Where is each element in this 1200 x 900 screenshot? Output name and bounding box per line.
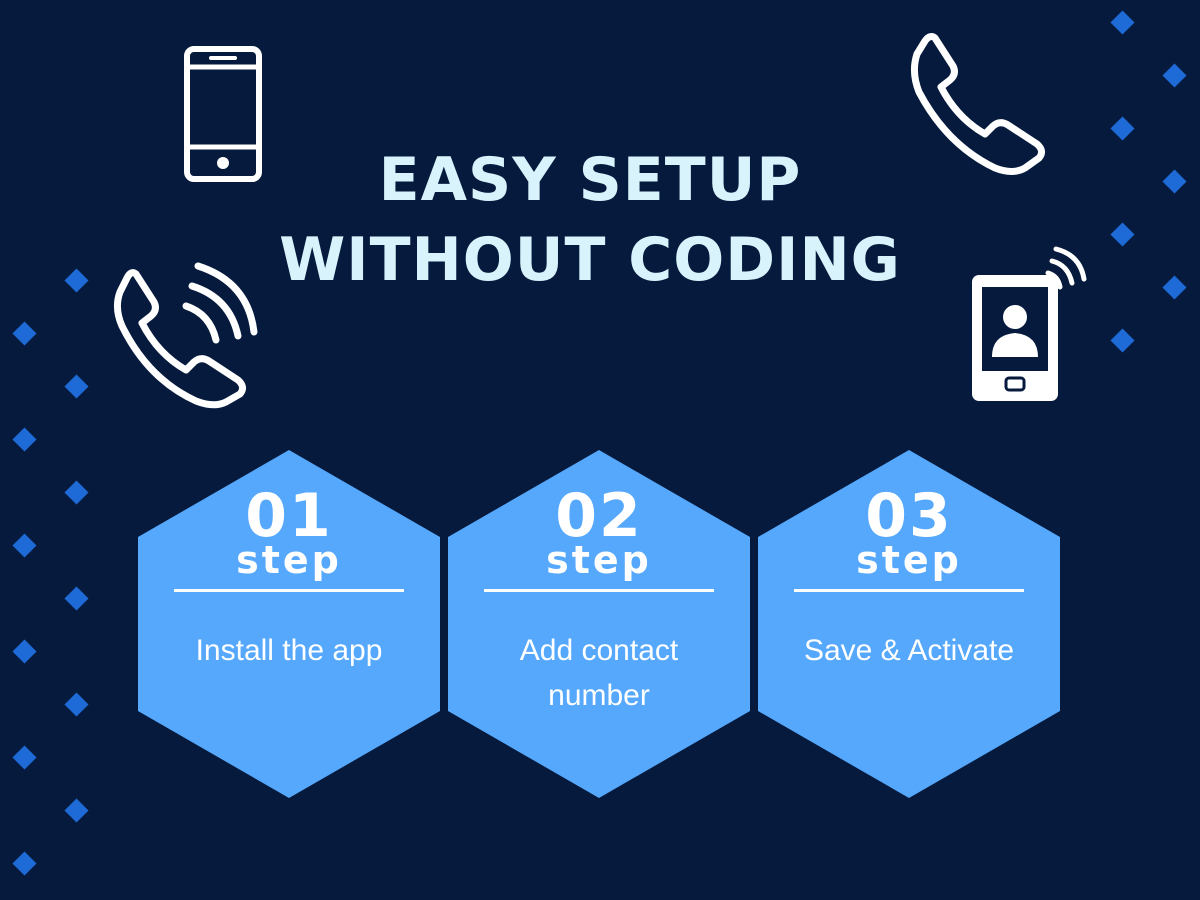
phone-handset-icon: [905, 30, 1055, 175]
page-title: EASY SETUP WITHOUT CODING: [200, 140, 980, 300]
decor-diamond: [1110, 116, 1135, 141]
step-description: Save & Activate: [803, 634, 1015, 667]
step-number: 01: [245, 481, 333, 551]
page-title-line-2: WITHOUT CODING: [279, 225, 901, 295]
decor-diamond: [1110, 328, 1135, 353]
step-label: step: [236, 538, 342, 582]
phone-ringing-icon: [112, 262, 258, 409]
decor-diamond: [64, 480, 89, 505]
decor-diamond: [64, 374, 89, 399]
decor-diamond: [1110, 222, 1135, 247]
decor-diamond: [64, 798, 89, 823]
step-card-2: 02 step Add contact number: [448, 450, 750, 798]
step-divider: [174, 589, 404, 592]
step-card-3: 03 step Save & Activate: [758, 450, 1060, 798]
step-label: step: [856, 538, 962, 582]
step-description: Add contact number: [519, 634, 679, 712]
step-label: step: [546, 538, 652, 582]
decor-diamond: [64, 268, 89, 293]
decor-diamond: [1162, 275, 1187, 300]
decor-diamond: [64, 586, 89, 611]
decor-diamond: [64, 692, 89, 717]
step-number: 03: [865, 481, 953, 551]
decor-diamond: [1110, 10, 1135, 35]
decor-diamond: [12, 639, 37, 664]
decor-diamond: [12, 427, 37, 452]
step-card-1: 01 step Install the app: [138, 450, 440, 798]
decor-diamond: [1162, 169, 1187, 194]
smartphone-icon: [183, 45, 263, 185]
page-title-line-1: EASY SETUP: [378, 145, 802, 215]
step-number: 02: [555, 481, 643, 551]
decor-diamond: [12, 321, 37, 346]
step-divider: [484, 589, 714, 592]
decor-diamond: [12, 745, 37, 770]
step-divider: [794, 589, 1024, 592]
decor-diamond: [12, 851, 37, 876]
decor-diamond: [1162, 63, 1187, 88]
step-description: Install the app: [195, 634, 383, 667]
decor-diamond: [12, 533, 37, 558]
contact-phone-signal-icon: [968, 245, 1093, 405]
